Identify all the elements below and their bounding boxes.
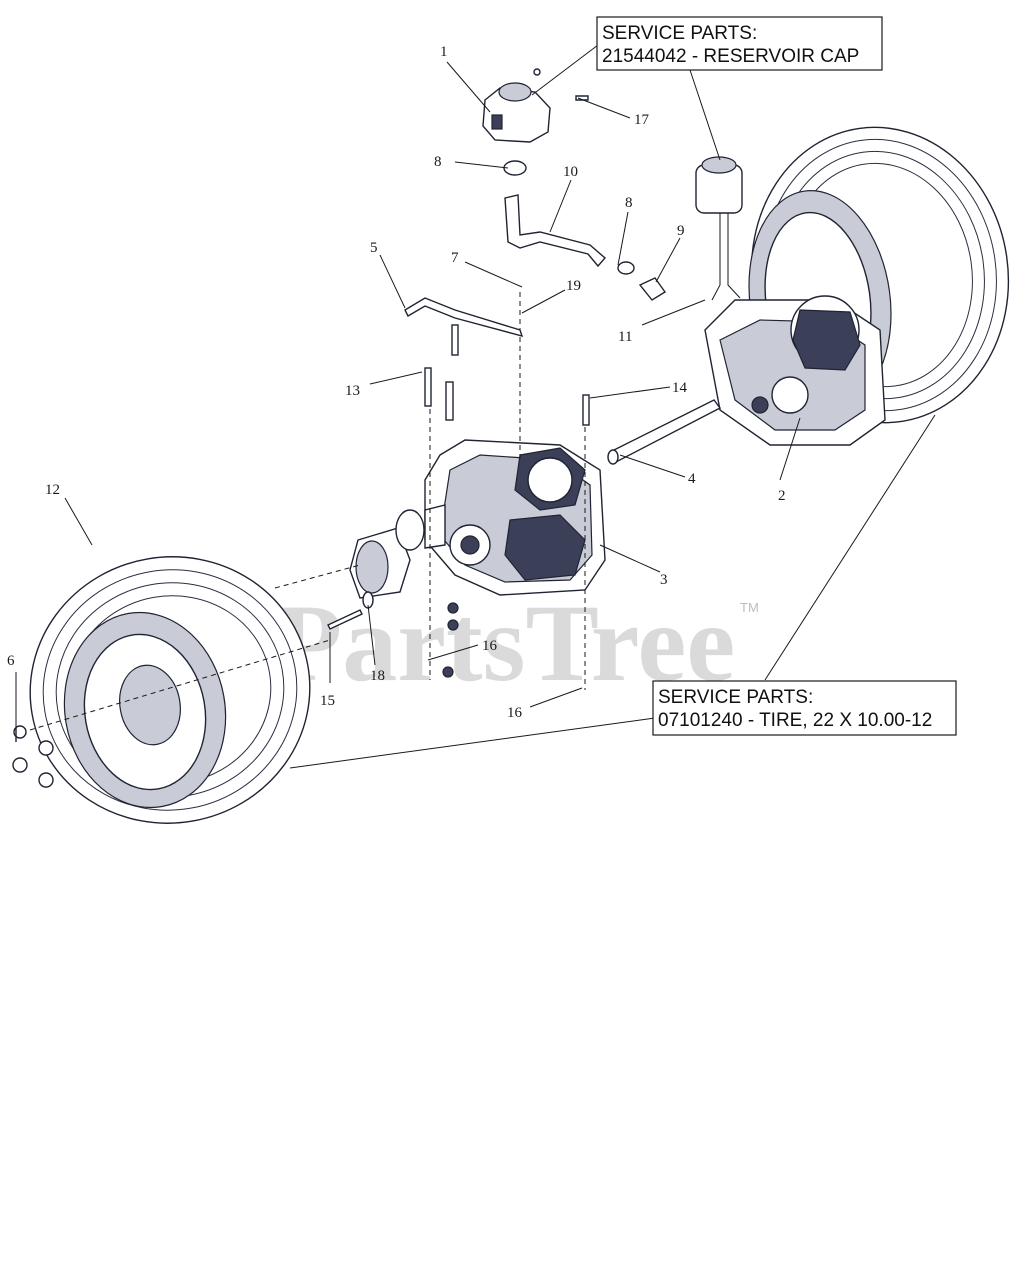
left-transaxle: [424, 439, 606, 596]
hardware-bolts: [15, 324, 590, 742]
left-tire: [29, 556, 311, 824]
hose: [504, 194, 606, 268]
pin: [575, 95, 589, 101]
lug-nuts: [12, 725, 54, 788]
service-box-reservoir-heading: SERVICE PARTS:: [602, 23, 757, 44]
callout-19: 19: [566, 278, 581, 294]
elbow-fitting: [638, 277, 667, 301]
callout-11: 11: [618, 329, 632, 345]
callout-2: 2: [778, 488, 786, 504]
hose-clamp: [617, 261, 635, 275]
callout-9: 9: [677, 223, 685, 239]
left-hub: [349, 509, 425, 599]
reservoir: [482, 68, 551, 143]
callout-12: 12: [45, 482, 60, 498]
axle-rod: [607, 399, 722, 465]
watermark-trademark: TM: [740, 600, 759, 615]
right-transaxle: [704, 295, 886, 446]
callout-8-upper: 8: [434, 154, 442, 170]
callout-14: 14: [672, 380, 688, 396]
lug-dash: [29, 639, 331, 731]
callout-10: 10: [563, 164, 578, 180]
service-box-tire-heading: SERVICE PARTS:: [658, 687, 813, 708]
callout-16-lower: 16: [507, 705, 523, 721]
leader-lines: [15, 44, 936, 769]
callout-13: 13: [345, 383, 360, 399]
callout-16-upper: 16: [482, 638, 498, 654]
service-box-tire: SERVICE PARTS: 07101240 - TIRE, 22 X 10.…: [652, 680, 957, 736]
tire-hub-dash: [274, 564, 361, 589]
callout-1: 1: [440, 44, 448, 60]
callout-3: 3: [660, 572, 668, 588]
callout-4: 4: [688, 471, 696, 487]
service-box-reservoir-part: 21544042 - RESERVOIR CAP: [602, 46, 859, 67]
callout-18: 18: [370, 668, 385, 684]
callout-5: 5: [370, 240, 378, 256]
callout-8-lower: 8: [625, 195, 633, 211]
callout-17: 17: [634, 112, 650, 128]
service-box-reservoir: SERVICE PARTS: 21544042 - RESERVOIR CAP: [596, 16, 883, 71]
callout-15: 15: [320, 693, 335, 709]
callout-7: 7: [451, 250, 459, 266]
right-reservoir: [695, 156, 743, 301]
control-rod: [404, 297, 524, 338]
service-box-tire-part: 07101240 - TIRE, 22 X 10.00-12: [658, 710, 932, 731]
callout-6: 6: [7, 653, 15, 669]
